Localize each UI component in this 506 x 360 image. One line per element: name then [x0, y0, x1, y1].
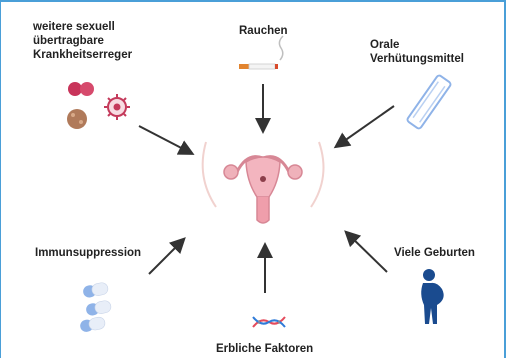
- pill-pack-icon: [406, 74, 451, 129]
- pregnant-woman-icon: [421, 269, 443, 324]
- label-hereditary: Erbliche Faktoren: [216, 342, 313, 356]
- label-immunosuppression: Immunsuppression: [35, 246, 141, 260]
- cigarette-icon: [239, 36, 283, 69]
- dna-icon: [253, 317, 285, 327]
- arrow-immunosuppression: [149, 240, 183, 274]
- capsules-icon: [79, 282, 112, 333]
- pathogen-icons: [67, 82, 130, 129]
- label-oral-contraceptives: Orale Verhütungsmittel: [370, 38, 464, 66]
- arrow-births: [347, 233, 387, 272]
- label-smoking: Rauchen: [239, 24, 288, 38]
- label-births: Viele Geburten: [394, 246, 475, 260]
- label-sti: weitere sexuell übertragbare Krankheitse…: [33, 20, 132, 62]
- arrow-oral-contraceptives: [337, 106, 394, 146]
- arrow-sti: [139, 126, 191, 153]
- uterus-icon: [224, 157, 302, 223]
